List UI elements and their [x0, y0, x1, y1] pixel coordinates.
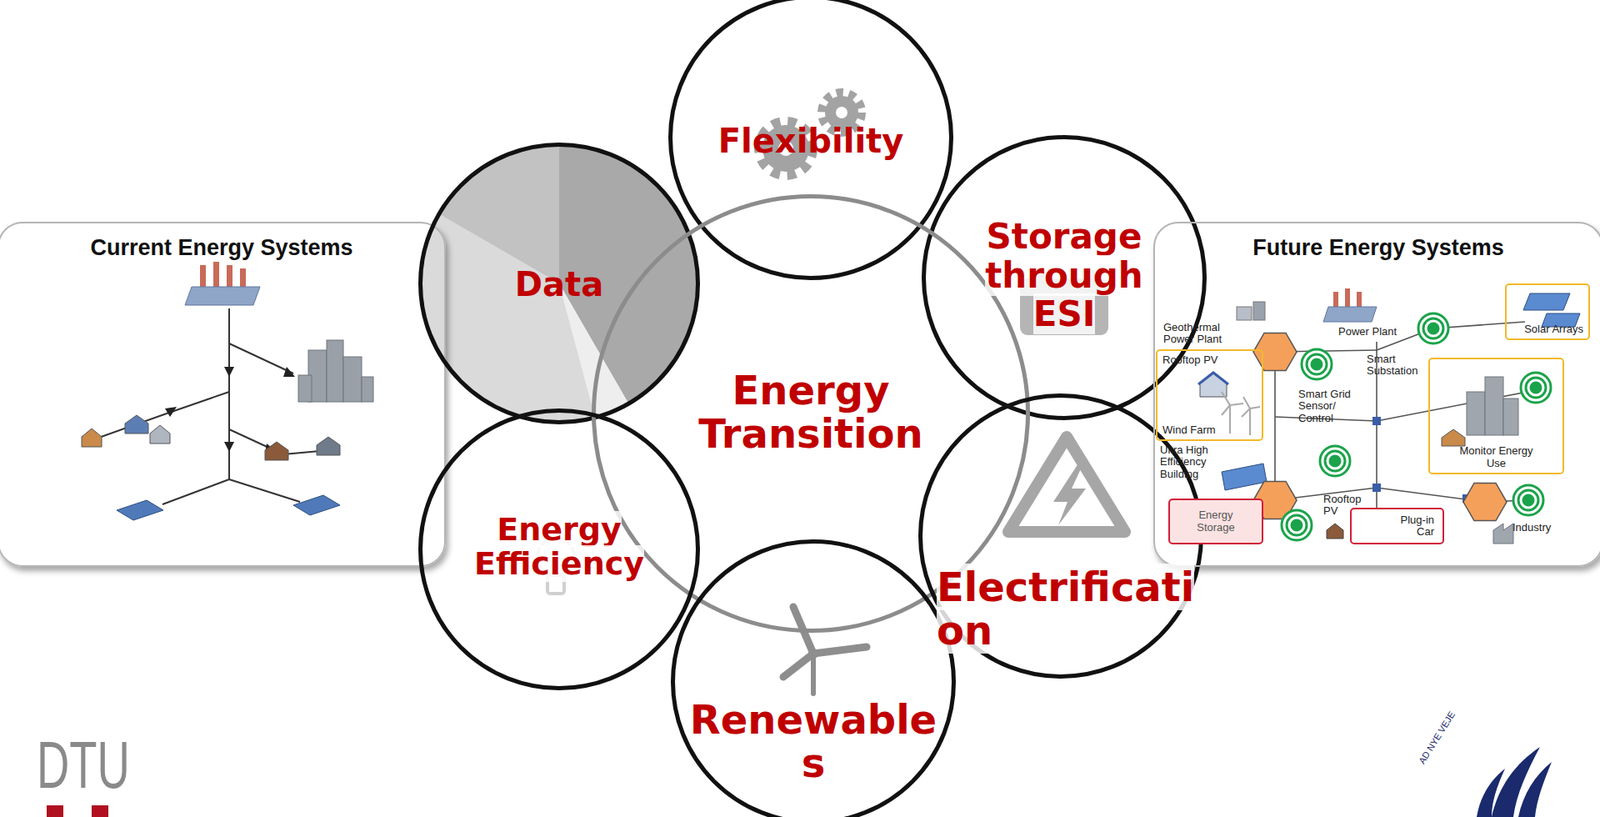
hexagon-marker — [1253, 332, 1297, 370]
text-holder: Storage through ESI — [951, 217, 1177, 334]
sensor-target — [1325, 450, 1345, 471]
sensor-target — [1311, 359, 1322, 370]
theme-circle: Data — [418, 142, 700, 425]
component-label: Ultra High Efficiency Building — [1160, 444, 1220, 480]
sensor-target — [1286, 515, 1307, 535]
logo-text: AD NYE VEJE — [1416, 675, 1479, 765]
theme-circle: Renewables — [670, 539, 956, 817]
theme-label: Energy Efficiency — [474, 510, 645, 582]
component-label: Rooftop PV — [1162, 354, 1219, 366]
pie-chart — [420, 144, 699, 423]
sensor-target — [1520, 372, 1551, 403]
panel-ground — [0, 221, 446, 567]
text-holder: Energy Transition — [652, 369, 970, 456]
theme-circle: Storage through ESI — [921, 135, 1207, 420]
text-holder: Energy Efficiency — [438, 512, 680, 581]
component-label: Wind Farm — [1162, 424, 1216, 436]
component-box: Plug-in Car — [1350, 507, 1445, 545]
component-label: Smart Substation — [1366, 353, 1427, 378]
circle-outline — [420, 145, 699, 423]
component-box: Energy Storage — [1168, 498, 1264, 545]
system-panel: Solar ArraysRooftop PV Wind FarmMonitor E… — [1153, 221, 1600, 567]
component-label: Plug-in Car — [1389, 514, 1435, 539]
sensor-target — [1281, 510, 1312, 540]
circle-outline — [673, 541, 955, 817]
component-label: Industry — [1512, 521, 1580, 534]
wind-turbine-icon — [783, 606, 867, 694]
circle-outline — [420, 410, 699, 689]
sensor-target — [1428, 323, 1439, 334]
theme-label: Renewables — [690, 695, 937, 786]
text-holder: Electrification — [936, 565, 1204, 653]
theme-label: Data — [515, 265, 604, 304]
component-label: Smart Grid Sensor/ Control — [1298, 388, 1364, 425]
text-holder: Flexibility — [685, 123, 936, 160]
group-box: Monitor Energy Use — [1428, 357, 1565, 475]
sensor-target — [1530, 382, 1541, 393]
sensor-target — [1418, 313, 1449, 344]
panel-heading: Current Energy Systems — [0, 235, 445, 261]
sensor-target — [1306, 354, 1327, 375]
sensor-target — [1423, 318, 1444, 339]
theme-circle: Electrification — [918, 393, 1204, 679]
sensor-target — [1523, 495, 1534, 505]
system-panel: Current Energy Systems — [0, 221, 446, 567]
theme-label: Electrification — [936, 563, 1195, 654]
theme-label: Energy Transition — [698, 366, 923, 457]
text-holder: Data — [467, 266, 651, 303]
theme-circle: Energy Efficiency — [418, 408, 700, 690]
circle-outline — [924, 137, 1205, 419]
circle-outline — [670, 0, 952, 279]
theme-circle: Flexibility — [668, 0, 954, 280]
sensor-target — [1513, 485, 1544, 515]
circle-outline — [920, 395, 1202, 677]
sensor-target — [1525, 377, 1546, 398]
sensor-target — [1330, 455, 1340, 466]
text-holder: Renewables — [680, 698, 947, 785]
component-label: Energy Storage — [1186, 509, 1245, 534]
component-label: Geothermal Power Plant — [1163, 321, 1234, 346]
component-label: Rooftop PV — [1323, 493, 1370, 518]
panel-ground — [1153, 221, 1600, 567]
sensor-target — [1291, 520, 1302, 530]
sensor-target — [1301, 349, 1332, 380]
theme-label: Storage through ESI — [985, 215, 1143, 335]
logo-text: DTU — [36, 731, 150, 799]
component-label: Monitor Energy Use — [1459, 445, 1535, 470]
sensor-target — [1320, 445, 1350, 476]
group-box: Rooftop PV Wind Farm — [1155, 349, 1264, 441]
sensor-target — [1518, 490, 1539, 510]
component-label: Power Plant — [1338, 325, 1405, 338]
logo-mark — [46, 746, 1552, 817]
panel-heading: Future Energy Systems — [1155, 235, 1600, 261]
group-box: Solar Arrays — [1505, 283, 1590, 340]
hexagon-marker — [1463, 482, 1507, 520]
component-label: Solar Arrays — [1524, 323, 1584, 335]
current-grid-illustration — [81, 261, 374, 520]
theme-label: Flexibility — [718, 121, 905, 160]
